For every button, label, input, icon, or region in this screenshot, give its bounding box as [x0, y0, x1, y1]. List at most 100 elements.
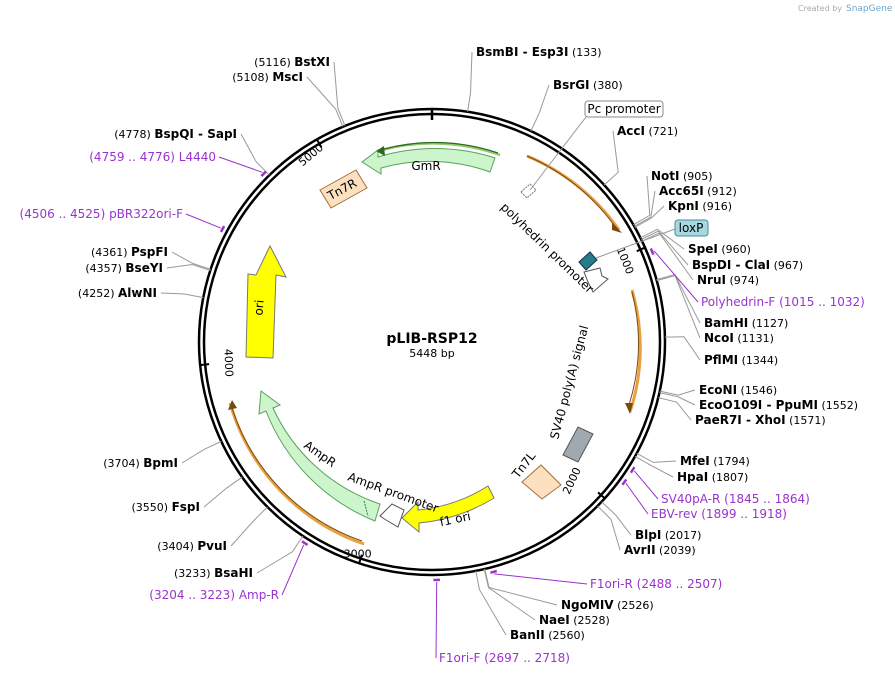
tn7r-box[interactable]: Tn7R	[319, 169, 368, 209]
sv40-polya-box[interactable]	[562, 426, 594, 463]
primer-leader-f1ori-r	[494, 573, 588, 585]
f1-ori-arrow[interactable]: f1 ori	[401, 485, 495, 534]
ampr-arrow[interactable]	[258, 390, 381, 522]
enzyme-leader-bstxi	[333, 61, 346, 127]
enzyme-text: -	[518, 45, 531, 59]
enzyme-drui[interactable]: NruI (974)	[697, 273, 759, 287]
enzyme-leader-ecoo109i	[659, 392, 696, 406]
enzyme-pvui[interactable]: (3404) PvuI	[157, 539, 227, 553]
loxp-callout[interactable]: loxP	[595, 219, 709, 259]
enzyme-leader-acc65i	[634, 190, 656, 227]
tn7l-box[interactable]	[521, 464, 562, 500]
enzyme-kpni[interactable]: KpnI (916)	[668, 199, 732, 213]
primer-pbr322ori-f[interactable]: (4506 .. 4525) pBR322ori-F	[20, 207, 184, 221]
enzyme-text: (1131)	[734, 332, 774, 345]
enzyme-fspi[interactable]: (3550) FspI	[132, 500, 200, 514]
orf-arc-right[interactable]	[628, 289, 642, 413]
enzyme-acci[interactable]: AccI (721)	[617, 124, 678, 138]
gmr-arrow[interactable]	[361, 148, 496, 175]
enzyme-leader-pspfi	[171, 251, 211, 270]
enzyme-text: NcoI	[704, 331, 734, 345]
primer-sv40pa-r[interactable]: SV40pA-R (1845 .. 1864)	[661, 492, 810, 506]
enzyme-text: XhoI	[755, 413, 786, 427]
enzyme-bamhi[interactable]: BamHI (1127)	[704, 316, 788, 330]
enzyme-text: (4778)	[114, 128, 154, 141]
enzyme-ncoi[interactable]: NcoI (1131)	[704, 331, 774, 345]
enzyme-avrii[interactable]: AvrII (2039)	[624, 543, 696, 557]
enzyme-bsmbi[interactable]: BsmBI - Esp3I (133)	[476, 45, 602, 59]
enzyme-text: (5116)	[254, 56, 294, 69]
enzyme-naei[interactable]: NaeI (2528)	[539, 613, 610, 627]
primer-amp-r[interactable]: (3204 .. 3223) Amp-R	[149, 588, 279, 602]
enzyme-sites: BsmBI - Esp3I (133) BsrGI (380) AccI (721)…	[78, 45, 858, 642]
enzyme-leader-kpni	[634, 205, 665, 228]
plasmid-name: pLIB-RSP12	[386, 331, 477, 347]
loxp-marker[interactable]	[578, 251, 598, 271]
primer-text: F1ori-F	[439, 651, 480, 665]
plasmid-size: 5448 bp	[409, 347, 454, 360]
enzyme-text: (3233)	[174, 567, 214, 580]
enzyme-hpai[interactable]: HpaI (1807)	[677, 470, 748, 484]
enzyme-bseyi[interactable]: (4357) BseYI	[85, 261, 163, 275]
tick-4000	[200, 363, 210, 367]
enzyme-leader-alwni	[160, 292, 204, 299]
pc-promoter-callout[interactable]: Pc promoter	[529, 100, 664, 191]
primer-leader-f1ori-f	[435, 581, 438, 659]
enzyme-msci[interactable]: (5108) MscI	[232, 70, 303, 84]
enzyme-noti[interactable]: NotI (905)	[651, 169, 713, 183]
enzyme-leader-bspdi	[641, 230, 689, 266]
enzyme-text: (1344)	[738, 354, 778, 367]
primer-l4440[interactable]: (4759 .. 4776) L4440	[89, 150, 216, 164]
enzyme-bstxi[interactable]: (5116) BstXI	[254, 55, 330, 69]
enzyme-text: AlwNI	[118, 286, 157, 300]
primer-mark-amp-r	[301, 540, 309, 546]
enzyme-leader-mfei	[636, 452, 677, 463]
primer-sites: Polyhedrin-F (1015 .. 1032) SV40pA-R (184…	[20, 150, 865, 665]
enzyme-bpmi[interactable]: (3704) BpmI	[103, 456, 178, 470]
tick-label-5000: 5000	[296, 141, 326, 169]
enzyme-sapi[interactable]: (4778) BspQI - SapI	[114, 127, 237, 141]
enzyme-text: PvuI	[197, 539, 227, 553]
tick-5000	[316, 138, 323, 148]
enzyme-text: BstXI	[294, 55, 330, 69]
gmr-label: GmR	[411, 159, 440, 173]
enzyme-bspdi[interactable]: BspDI - ClaI (967)	[692, 258, 803, 272]
primer-polyhedrin-f[interactable]: Polyhedrin-F (1015 .. 1032)	[701, 295, 865, 309]
ori-arrow[interactable]	[245, 244, 287, 359]
enzyme-text: (1127)	[748, 317, 788, 330]
enzyme-banii[interactable]: BanII (2560)	[510, 628, 585, 642]
enzyme-blpi[interactable]: BlpI (2017)	[635, 528, 701, 542]
enzyme-leader-paer7i	[658, 397, 692, 421]
primer-f1ori-r[interactable]: F1ori-R (2488 .. 2507)	[590, 577, 722, 591]
enzyme-paer7i[interactable]: PaeR7I - XhoI (1571)	[695, 413, 826, 427]
enzyme-text: NruI	[697, 273, 726, 287]
primer-text: Amp-R	[239, 588, 279, 602]
enzyme-text: NgoMIV	[561, 598, 614, 612]
gmr-orf-band	[381, 142, 501, 157]
enzyme-text: -	[762, 398, 775, 412]
enzyme-leader-bsahi	[256, 535, 304, 574]
enzyme-ecoo109i[interactable]: EcoO109I - PpuMI (1552)	[699, 398, 858, 412]
primer-f1ori-f[interactable]: F1ori-F (2697 .. 2718)	[439, 651, 570, 665]
enzyme-text: (4357)	[85, 262, 125, 275]
primer-ebv-rev[interactable]: EBV-rev (1899 .. 1918)	[651, 507, 787, 521]
enzyme-econi[interactable]: EcoNI (1546)	[699, 383, 777, 397]
orf-arc-lower-left[interactable]	[228, 402, 365, 546]
enzyme-bsrgi[interactable]: BsrGI (380)	[553, 78, 623, 92]
enzyme-leader-banii	[475, 570, 507, 636]
primer-text: (4759 .. 4776)	[89, 150, 179, 164]
ampr-promoter-arrow[interactable]	[379, 503, 405, 528]
polyhedrin-promoter-arrow[interactable]	[583, 267, 609, 293]
enzyme-pflmi[interactable]: PflMI (1344)	[704, 353, 778, 367]
enzyme-pspfi[interactable]: (4361) PspFI	[91, 245, 168, 259]
enzyme-ngomiv[interactable]: NgoMIV (2526)	[561, 598, 654, 612]
primer-leader-polyhedrin-f	[653, 250, 699, 303]
enzyme-mfei[interactable]: MfeI (1794)	[680, 454, 750, 468]
enzyme-spei[interactable]: SpeI (960)	[688, 242, 751, 256]
pc-promoter-arrow[interactable]	[520, 183, 537, 199]
enzyme-alwni[interactable]: (4252) AlwNI	[78, 286, 157, 300]
enzyme-bsahi[interactable]: (3233) BsaHI	[174, 566, 253, 580]
primer-leader-amp-r	[281, 544, 305, 596]
enzyme-acc65i[interactable]: Acc65I (912)	[659, 184, 737, 198]
